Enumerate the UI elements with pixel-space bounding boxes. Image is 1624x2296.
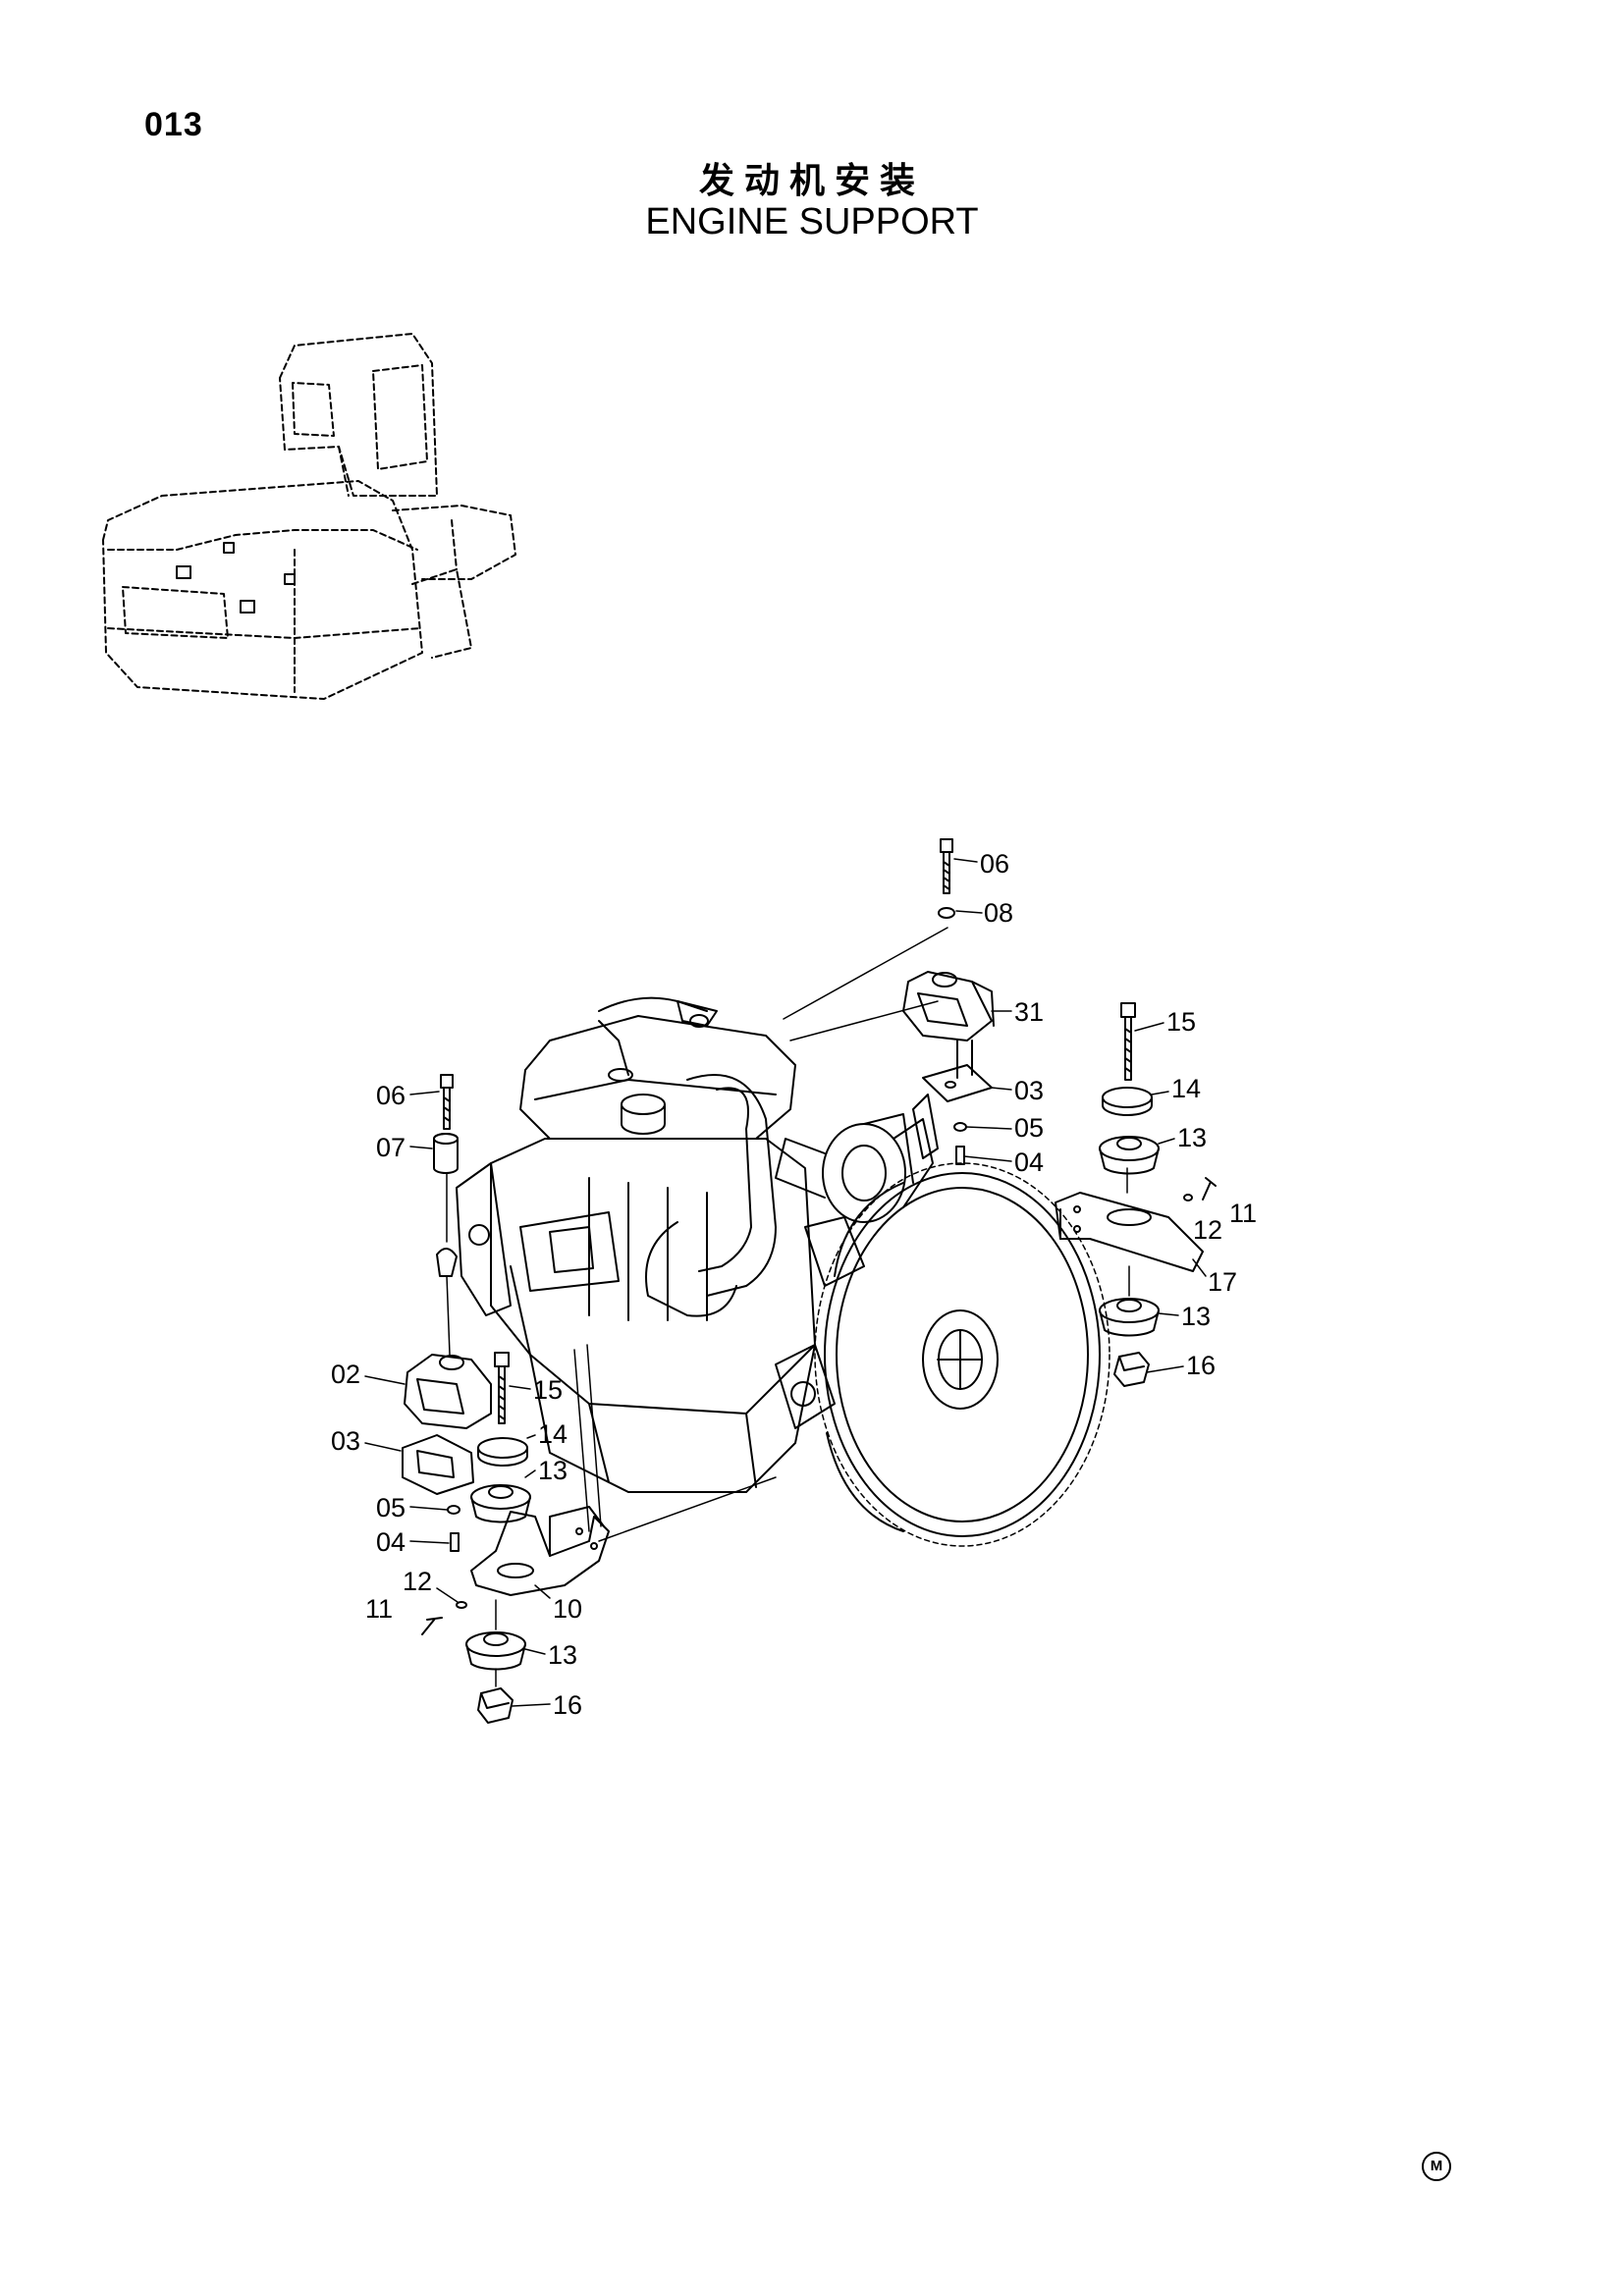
callout-labels: 06 08 31 03 05 04 15 14 13 11 12 17 13 1… [331,849,1257,1720]
callout-14-left: 14 [538,1419,568,1449]
excavator-location-sketch [102,333,516,700]
callout-05-right: 05 [1014,1113,1044,1143]
maker-mark-icon: M [1422,2152,1451,2181]
callout-12-left: 12 [403,1567,432,1596]
callout-13-right-lower: 13 [1181,1302,1211,1331]
callout-15-right: 15 [1166,1007,1196,1037]
page-title-chinese: 发动机安装 [698,161,925,201]
callout-04-left: 04 [376,1527,406,1557]
callout-04-right: 04 [1014,1148,1044,1177]
callout-15-left: 15 [533,1375,563,1405]
callout-06-left: 06 [376,1081,406,1110]
callout-06-top: 06 [980,849,1009,879]
callout-13-left-lower: 13 [548,1640,577,1670]
callout-16-left: 16 [553,1690,582,1720]
callout-02: 02 [331,1360,360,1389]
callout-13-right-upper: 13 [1177,1123,1207,1152]
callout-03-left: 03 [331,1426,360,1456]
callout-11-left: 11 [365,1594,393,1624]
left-mount-parts [364,1074,777,1724]
callout-31: 31 [1014,997,1044,1027]
callout-16-right: 16 [1186,1351,1216,1380]
callout-07: 07 [376,1133,406,1162]
right-mount-parts [783,838,1217,1387]
page-number: 013 [144,106,203,143]
callout-10: 10 [553,1594,582,1624]
page-title-english: ENGINE SUPPORT [645,201,979,242]
callout-05-left: 05 [376,1493,406,1522]
callout-17: 17 [1208,1267,1237,1297]
callout-11-right: 11 [1229,1199,1257,1228]
engine-assembly [456,996,1110,1547]
callout-08: 08 [984,898,1013,928]
callout-13-left-upper: 13 [538,1456,568,1485]
callout-12-right: 12 [1193,1215,1222,1245]
callout-14-right: 14 [1171,1074,1201,1103]
callout-03-right: 03 [1014,1076,1044,1105]
